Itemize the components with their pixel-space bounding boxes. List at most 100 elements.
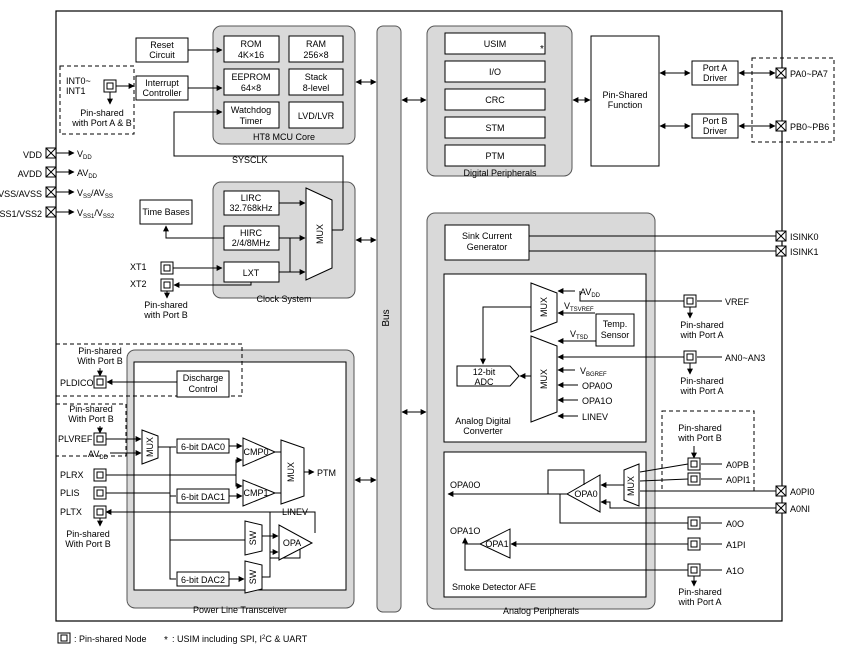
usim-block [444,32,546,55]
clock-system-label: Clock System [256,294,311,304]
int-note-2: with Port A & B [71,118,132,128]
afe-note-1: Pin-shared [678,423,722,433]
isink0-label: ISINK0 [790,232,819,242]
avdd-pin-label: AVDD [18,169,43,179]
adc-group-label-2: Converter [463,426,503,436]
opa0o-label: OPA0O [582,381,612,391]
legend-node-label: : Pin-shared Node [74,634,147,644]
vdd-internal: VDD [77,149,92,161]
an-note-1: Pin-shared [680,376,724,386]
temp-label-2: Sensor [601,330,630,340]
lvd-label: LVD/LVR [298,111,335,121]
usim-label: USIM [484,39,507,49]
plt-mux-label: MUX [145,437,155,457]
crc-block [444,88,546,111]
analog-peripherals-label: Analog Peripherals [503,606,580,616]
vss-pin-label: VSS/AVSS [0,189,42,199]
opa1o-label: OPA1O [582,396,612,406]
a0o-label: A0O [726,519,744,529]
pltx-note-2: With Port B [65,539,111,549]
isink1-label: ISINK1 [790,247,819,257]
eeprom-size: 64×8 [241,83,261,93]
xt1-pin-inner [163,264,171,272]
legend-usim-note: : USIM including SPI, I2C & UART [172,634,308,644]
cmp1-label: CMP1 [243,488,268,498]
plt-inner [133,361,347,591]
stack-size: 8-level [303,83,330,93]
int-pin-inner [106,82,114,90]
lirc-block [223,190,280,216]
dac2-label: 6-bit DAC2 [181,575,225,585]
plis-label: PLIS [60,488,80,498]
pb-pin-label: PB0~PB6 [790,122,829,132]
digital-peripherals-label: Digital Peripherals [463,168,537,178]
sysclk-line [173,109,344,230]
vss2-internal: VSS1/VSS2 [77,208,115,220]
adc-label-2: ADC [474,377,494,387]
int-label-1: INT0~ [66,76,91,86]
a0pi1-label: A0PI1 [726,475,751,485]
reset-label-1: Reset [150,40,174,50]
dac0-label: 6-bit DAC0 [181,442,225,452]
plvref-label: PLVREF [58,434,93,444]
a0pi1-to-mux [639,478,689,482]
isink0-pin-x [775,230,787,242]
vss-internal: VSS/AVSS [77,188,113,200]
interrupt-label-1: Interrupt [145,78,179,88]
adc-label-1: 12-bit [473,367,496,377]
pb-pin-x [775,120,787,132]
vss-pin-x [45,186,57,198]
vbgref-label: VBGREF [580,366,607,378]
a0pi1-pin-inner [690,475,698,483]
stack-block [288,68,344,96]
port-b-label-2: Driver [703,126,727,136]
port-a-label-2: Driver [703,73,727,83]
pldico-dashed-region [55,343,243,397]
discharge-label-2: Control [188,384,217,394]
adc-block [456,365,520,387]
sink-label-1: Sink Current [462,231,513,241]
afe-note-2: with Port B [677,433,722,443]
plt-opa-label: OPA [283,538,301,548]
sw2-to-opa [262,549,279,578]
reset-circuit [135,37,189,63]
clock-mux [305,187,333,281]
plvref-note-1: Pin-shared [69,404,113,414]
psf-label-2: Function [608,100,643,110]
cmp-mux [280,439,305,505]
pldico-pin-inner [96,378,104,386]
vref-pin-inner [686,297,694,305]
sink-current-generator [444,224,530,261]
temp-sensor [595,313,635,347]
port-a-label-1: Port A [703,63,728,73]
avdd-pin-x [45,166,57,178]
a1pi-pin-inner [690,540,698,548]
a0ni-label: A0NI [790,504,810,514]
a1o-pin-inner [690,566,698,574]
plvref-pin-inner [96,435,104,443]
pltx-label: PLTX [60,507,82,517]
vdd-pin-x [45,147,57,159]
an-pin-label: AN0~AN3 [725,353,765,363]
vtsd-label: VTSD [570,329,589,341]
lxt-to-xt2 [173,282,252,288]
sw2-switch [244,560,263,594]
adc-mux-label: MUX [539,369,549,389]
legend-node-inner [60,634,68,642]
avdd-internal: AVDD [77,168,98,180]
int-note-1: Pin-shared [80,108,124,118]
xt1-label: XT1 [130,262,147,272]
stm-label: STM [486,123,505,133]
eeprom-block [223,68,280,96]
sysclk-label: SYSCLK [232,155,268,165]
vss2-pin-x [45,206,57,218]
xt-note-2: with Port B [143,310,188,320]
a0pi0-label: A0PI0 [790,487,815,497]
mcu-core-label: HT8 MCU Core [253,132,315,142]
eeprom-label: EEPROM [231,72,270,82]
lirc-label: LIRC [241,193,262,203]
plrx-to-cmp1 [235,475,243,489]
vrefmux-to-adc [480,306,531,365]
sink-label-2: Generator [467,242,508,252]
